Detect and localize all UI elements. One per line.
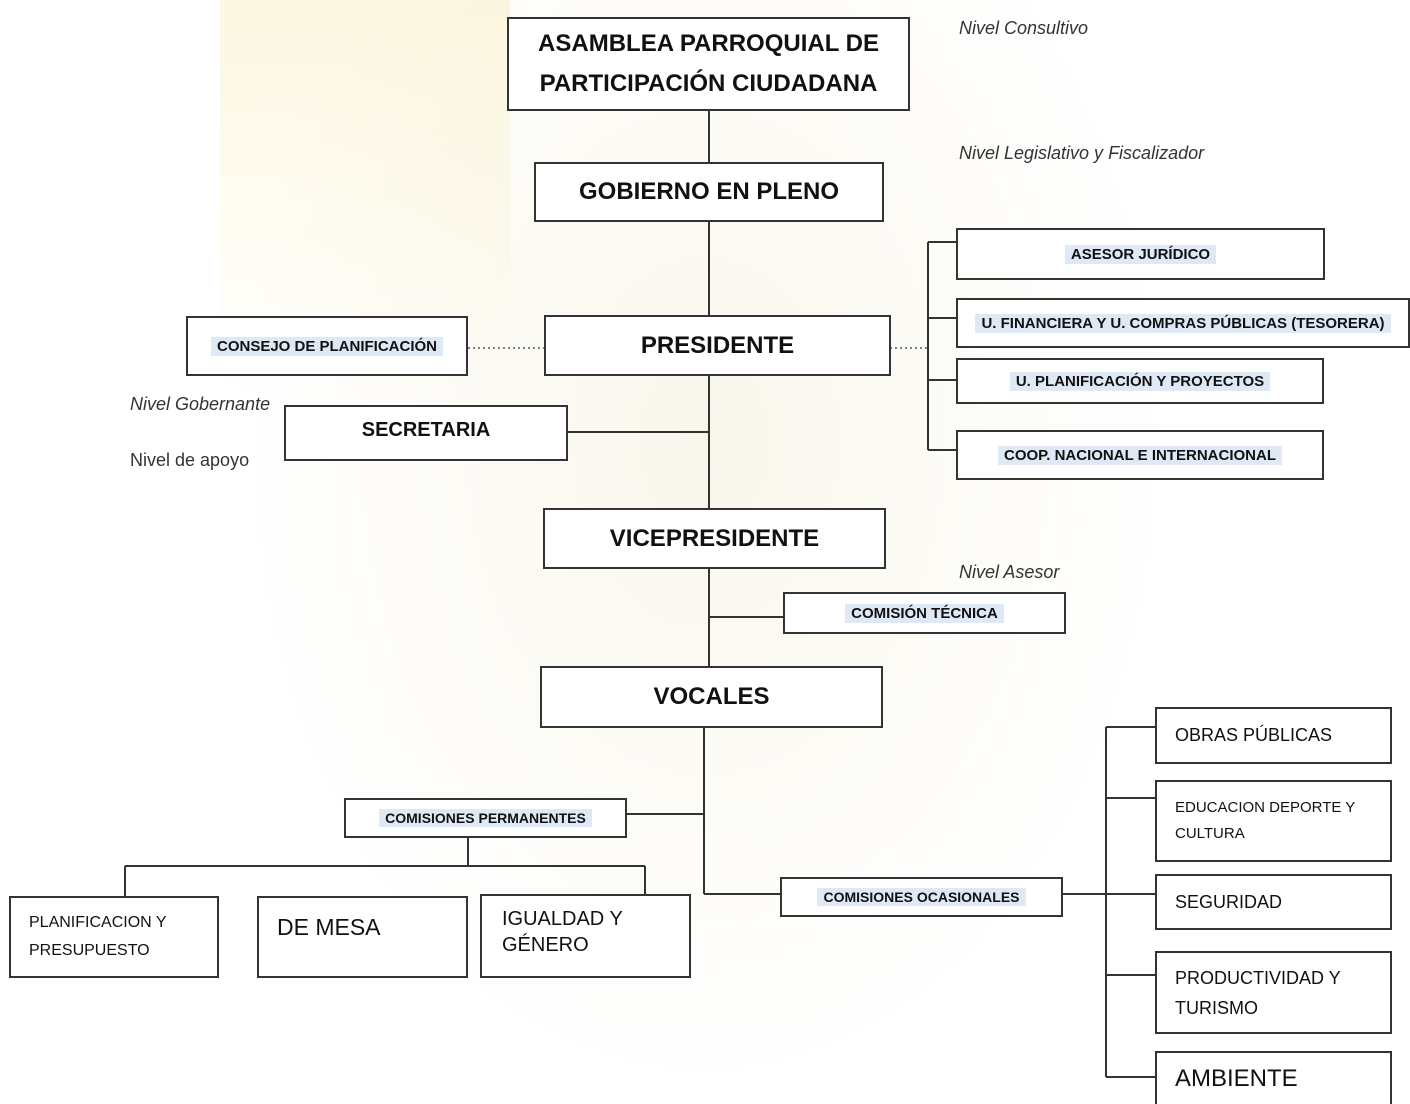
secretaria-label: SECRETARIA [361,419,491,441]
ocasional-box-4[interactable]: PRODUCTIVIDAD Y TURISMO [1155,951,1392,1034]
permanente-box-1[interactable]: PLANIFICACION Y PRESUPUESTO [9,896,219,978]
permanente-label-3: IGUALDAD Y GÉNERO [502,908,623,956]
asesor-box-2[interactable]: U. FINANCIERA Y U. COMPRAS PÚBLICAS (TES… [956,298,1410,348]
comisiones-ocasionales-label: COMISIONES OCASIONALES [817,888,1026,906]
presidente-box[interactable]: PRESIDENTE [544,315,891,376]
level-legislativo: Nivel Legislativo y Fiscalizador [959,143,1205,163]
comision-tecnica-box[interactable]: COMISIÓN TÉCNICA [783,592,1066,634]
ocasional-label-5: AMBIENTE [1175,1064,1298,1092]
asamblea-box[interactable]: ASAMBLEA PARROQUIAL DE PARTICIPACIÓN CIU… [507,17,910,111]
ocasional-box-1[interactable]: OBRAS PÚBLICAS [1155,707,1392,764]
level-apoyo: Nivel de apoyo [130,450,250,470]
asesor-box-4[interactable]: COOP. NACIONAL E INTERNACIONAL [956,430,1324,480]
asesor-label-1: ASESOR JURÍDICO [1064,244,1217,264]
ocasional-label-1: OBRAS PÚBLICAS [1175,725,1333,745]
comisiones-permanentes-label: COMISIONES PERMANENTES [379,809,592,827]
consejo-box[interactable]: CONSEJO DE PLANIFICACIÓN [186,316,468,376]
ocasional-label-3: SEGURIDAD [1175,891,1283,912]
permanente-box-2[interactable]: DE MESA [257,896,468,978]
gobierno-label: GOBIERNO EN PLENO [578,178,840,205]
asamblea-label: ASAMBLEA PARROQUIAL DE PARTICIPACIÓN CIU… [538,30,879,97]
level-asesor: Nivel Asesor [959,562,1060,582]
level-gobernante: Nivel Gobernante [130,394,271,414]
presidente-label: PRESIDENTE [640,331,795,359]
level-consultivo: Nivel Consultivo [959,18,1089,38]
ocasional-box-3[interactable]: SEGURIDAD [1155,874,1392,930]
asesor-label-2: U. FINANCIERA Y U. COMPRAS PÚBLICAS (TES… [975,313,1391,333]
ocasional-label-2: EDUCACION DEPORTE Y CULTURA [1175,799,1356,842]
ocasional-label-4: PRODUCTIVIDAD Y TURISMO [1175,967,1341,1018]
comisiones-permanentes-box[interactable]: COMISIONES PERMANENTES [344,798,627,838]
comisiones-ocasionales-box[interactable]: COMISIONES OCASIONALES [780,877,1063,917]
secretaria-box[interactable]: SECRETARIA [284,405,568,461]
permanente-label-1: PLANIFICACION Y PRESUPUESTO [29,914,167,959]
asesor-label-4: COOP. NACIONAL E INTERNACIONAL [998,445,1282,465]
ocasional-box-2[interactable]: EDUCACION DEPORTE Y CULTURA [1155,780,1392,862]
permanente-label-2: DE MESA [277,914,381,940]
permanente-box-3[interactable]: IGUALDAD Y GÉNERO [480,894,691,978]
vicepresidente-label: VICEPRESIDENTE [609,524,820,552]
vocales-box[interactable]: VOCALES [540,666,883,728]
asesor-box-1[interactable]: ASESOR JURÍDICO [956,228,1325,280]
consejo-label: CONSEJO DE PLANIFICACIÓN [210,336,444,356]
comision-tecnica-label: COMISIÓN TÉCNICA [845,603,1004,623]
asesor-box-3[interactable]: U. PLANIFICACIÓN Y PROYECTOS [956,358,1324,404]
ocasional-box-5[interactable]: AMBIENTE [1155,1051,1392,1104]
vicepresidente-box[interactable]: VICEPRESIDENTE [543,508,886,569]
asesor-label-3: U. PLANIFICACIÓN Y PROYECTOS [1009,371,1271,391]
gobierno-box[interactable]: GOBIERNO EN PLENO [534,162,884,222]
vocales-label: VOCALES [653,683,770,710]
